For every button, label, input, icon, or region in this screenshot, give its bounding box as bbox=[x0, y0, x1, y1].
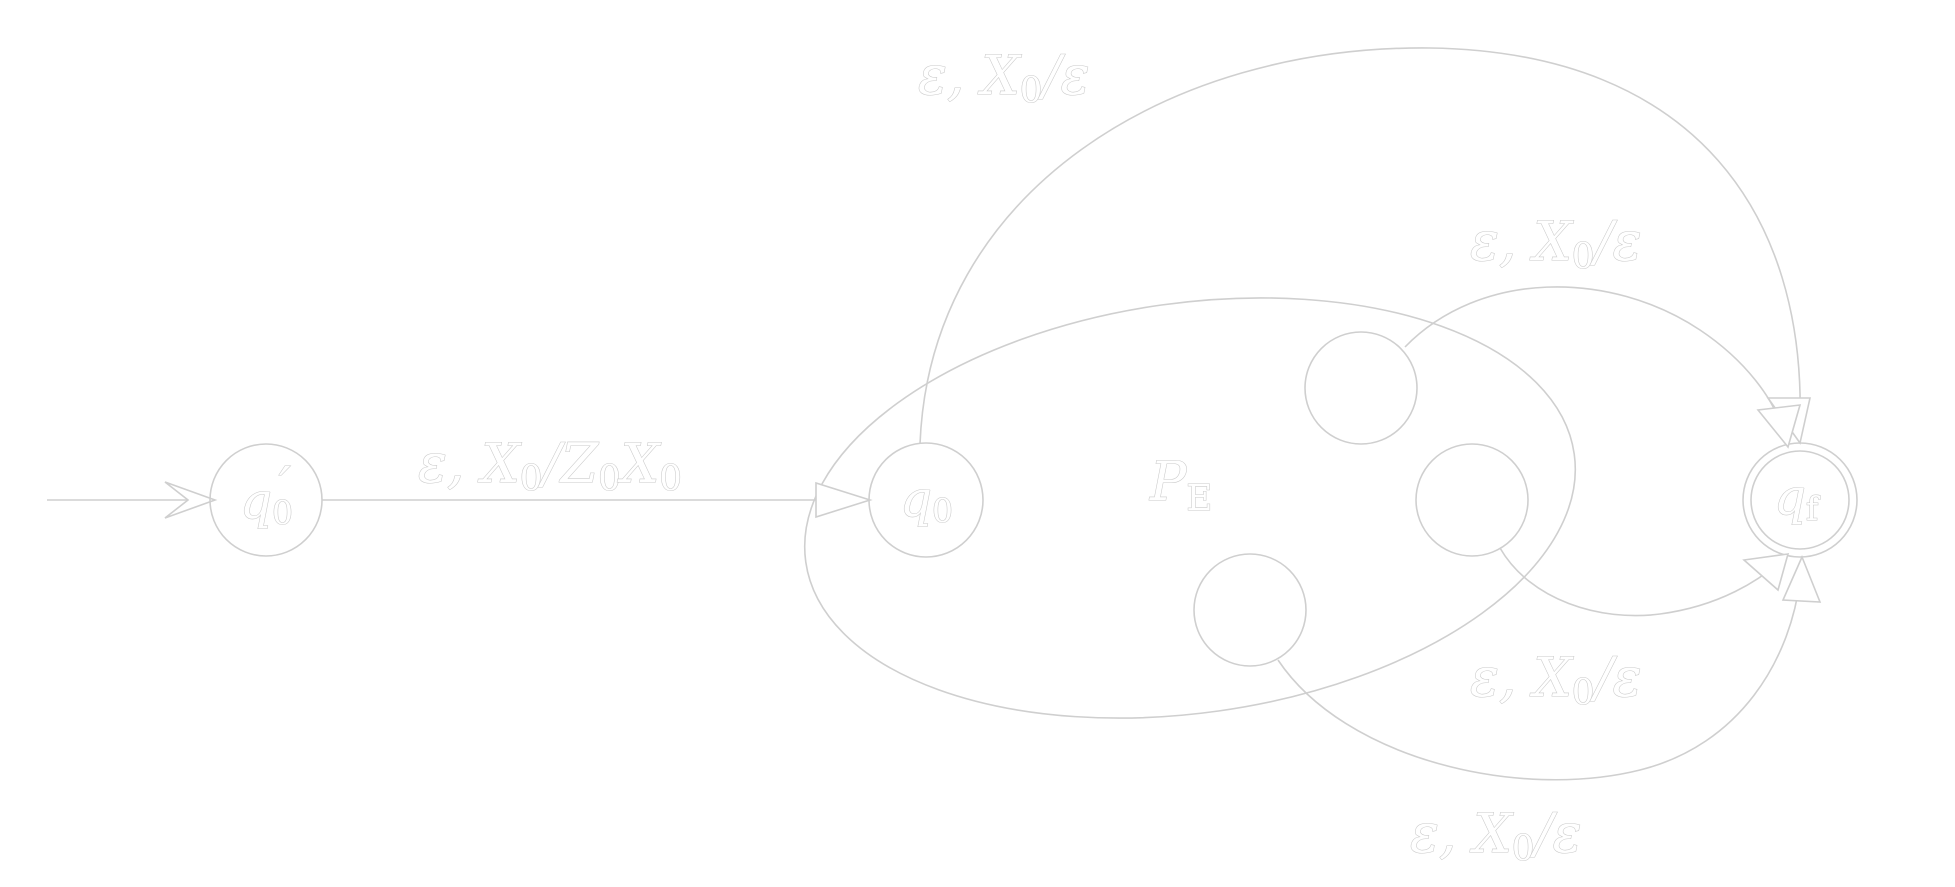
label-edge-lower: ε, X0/ε bbox=[1470, 646, 1642, 713]
edge-lower-head bbox=[1742, 553, 1790, 592]
label-q0: q0 bbox=[900, 470, 953, 530]
machine-boundary bbox=[803, 297, 1577, 719]
inner-state-3 bbox=[1193, 553, 1307, 667]
label-machine: PE bbox=[1149, 450, 1212, 519]
edge-bottom-head bbox=[1781, 554, 1822, 603]
edge-bottom bbox=[1277, 579, 1801, 781]
state-q0 bbox=[868, 442, 984, 558]
label-edge-upper: ε, X0/ε bbox=[1470, 210, 1642, 277]
edge-top bbox=[919, 47, 1801, 445]
inner-state-2 bbox=[1415, 443, 1529, 557]
edge-upper-head bbox=[1756, 404, 1802, 449]
label-qf: qf bbox=[1774, 468, 1821, 528]
start-arrow-head bbox=[164, 481, 218, 519]
label-q0-prime: q0′ bbox=[240, 456, 293, 532]
edge-lower bbox=[1499, 547, 1783, 617]
inner-state-1 bbox=[1304, 331, 1418, 445]
label-edge-top: ε, X0/ε bbox=[918, 44, 1090, 111]
label-edge-bottom: ε, X0/ε bbox=[1410, 802, 1582, 869]
label-edge-entry: ε, X0/Z0X0 bbox=[418, 432, 682, 499]
edge-entry-head bbox=[815, 481, 873, 519]
state-qf-inner bbox=[1750, 450, 1850, 550]
edge-upper bbox=[1404, 286, 1783, 431]
